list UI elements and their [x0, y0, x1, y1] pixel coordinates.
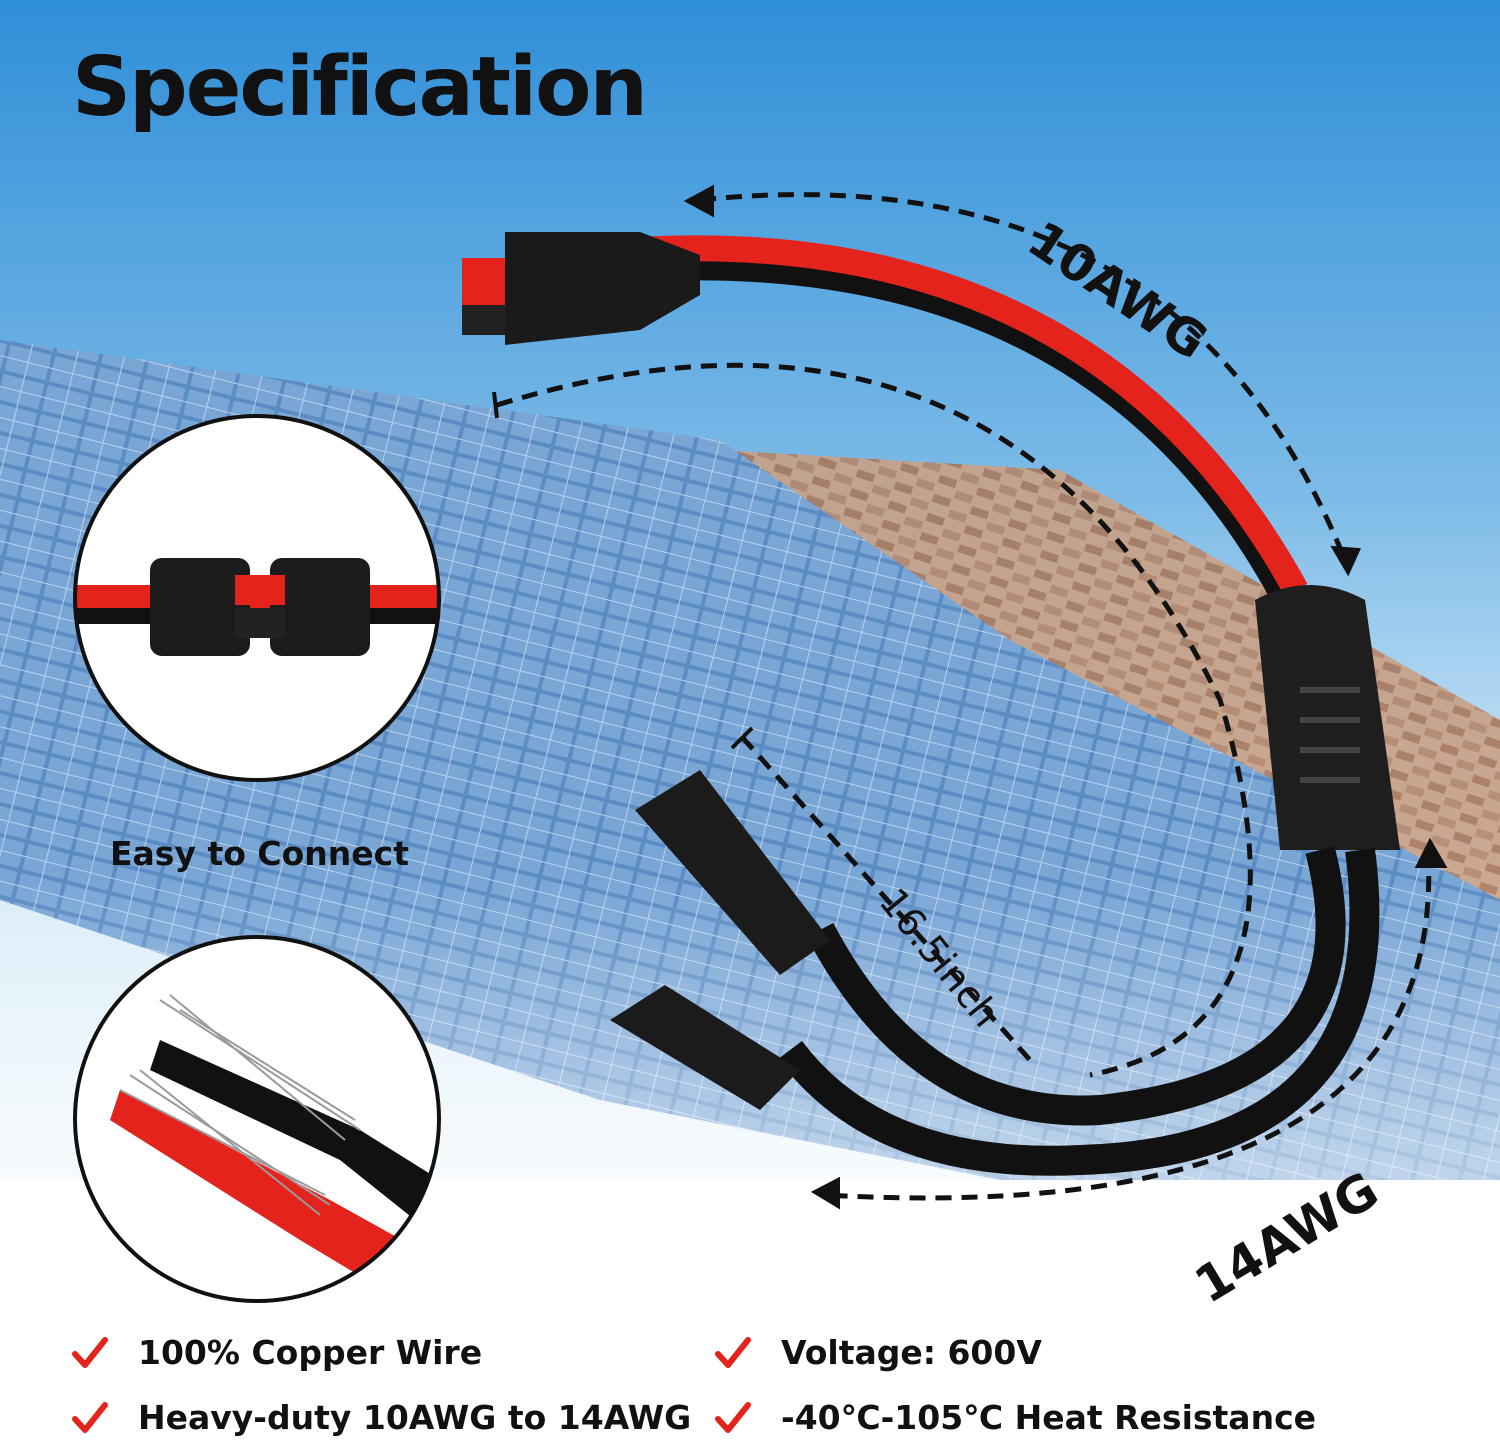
- feature-text: -40℃-105℃ Heat Resistance: [781, 1398, 1317, 1437]
- inset-connector: [75, 416, 439, 780]
- page-title: Specification: [72, 40, 648, 135]
- arrow-loop: [496, 362, 1253, 1078]
- arrow-16inch: [740, 735, 1032, 1062]
- feature-text: Voltage: 600V: [781, 1333, 1042, 1372]
- label-easy-to-connect: Easy to Connect: [110, 834, 409, 873]
- feature-heavy-duty: Heavy-duty 10AWG to 14AWG: [72, 1398, 691, 1437]
- arrow-14awg: [824, 849, 1432, 1201]
- arrow-10awg: [699, 192, 1348, 561]
- check-mark-icon: [715, 1336, 751, 1368]
- inset-copper-wire: [75, 937, 439, 1301]
- feature-copper-wire: 100% Copper Wire: [72, 1333, 482, 1372]
- check-mark-icon: [72, 1401, 108, 1433]
- cable-assembly: [462, 232, 1400, 1176]
- feature-voltage: Voltage: 600V: [715, 1333, 1042, 1372]
- feature-text: 100% Copper Wire: [138, 1333, 483, 1372]
- check-mark-icon: [715, 1401, 751, 1433]
- check-mark-icon: [72, 1336, 108, 1368]
- feature-text: Heavy-duty 10AWG to 14AWG: [138, 1398, 692, 1437]
- feature-heat-resistance: -40℃-105℃ Heat Resistance: [715, 1398, 1316, 1437]
